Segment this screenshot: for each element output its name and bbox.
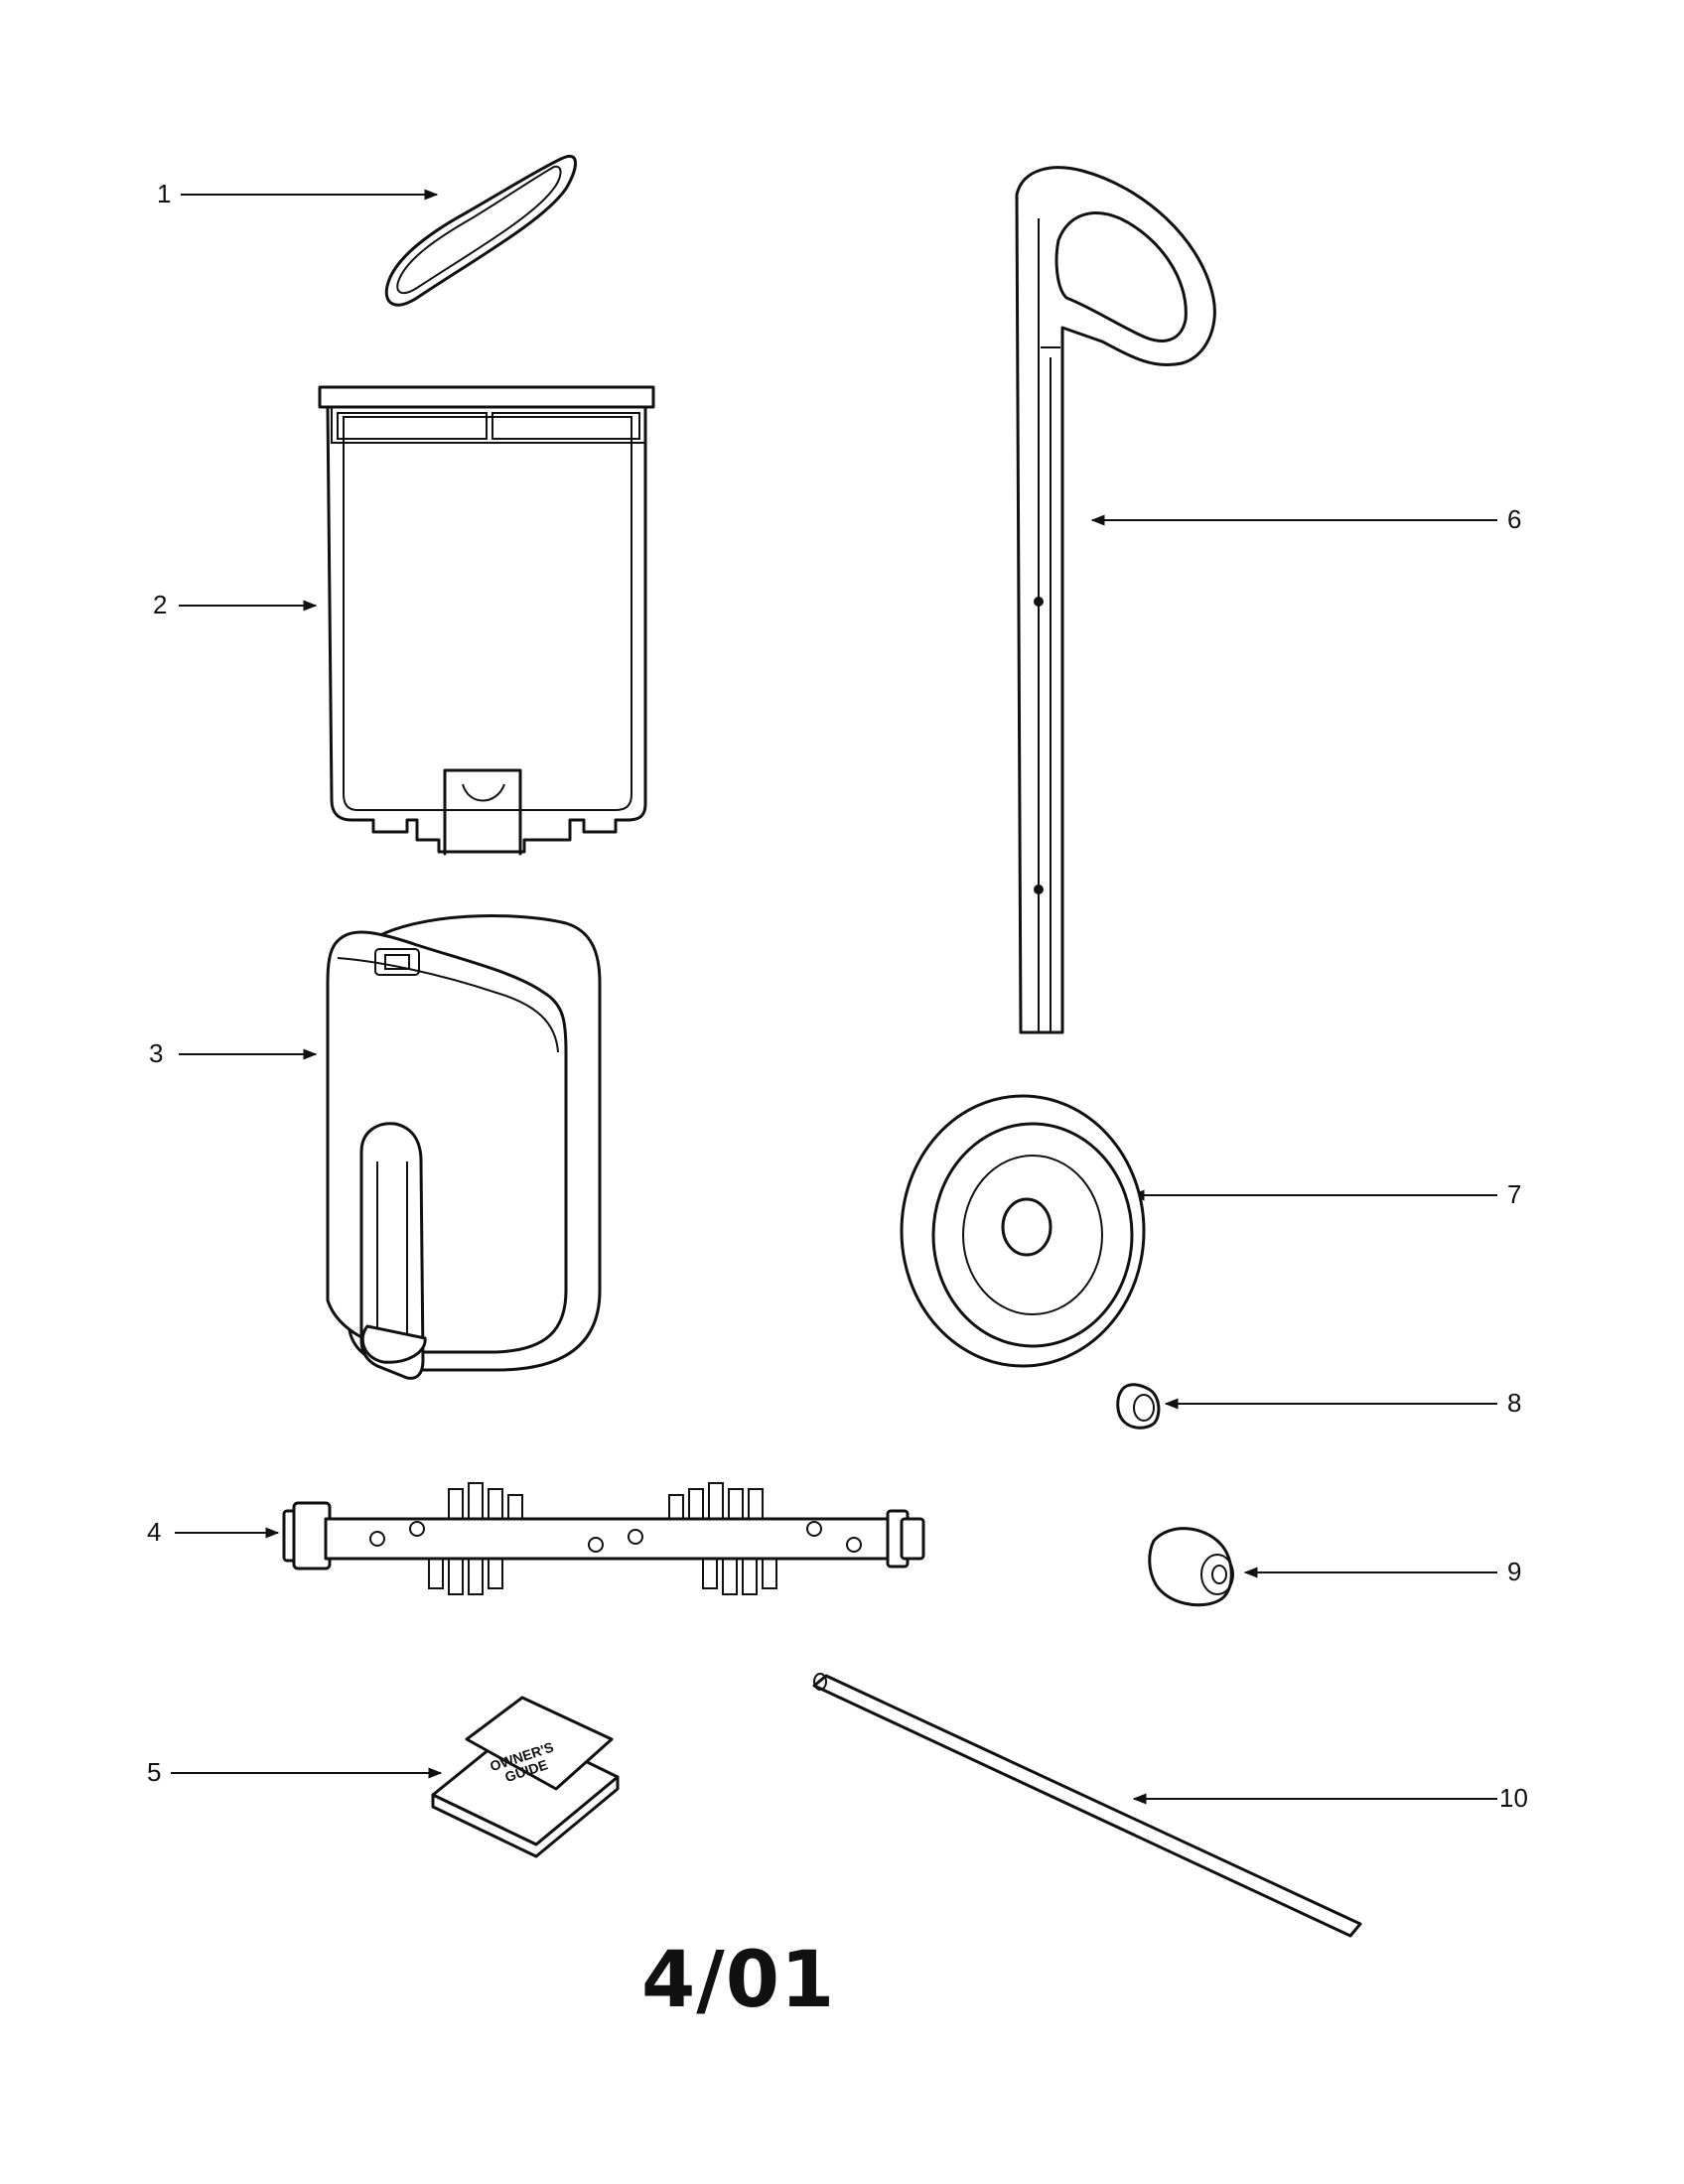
brushroll-bristles: [369, 1482, 862, 1595]
part-10-axle-rod: [812, 1673, 1362, 1938]
part-5-owners-guide: [431, 1696, 620, 1858]
part-2-dirt-cup: [318, 385, 655, 856]
part-9-end-cap: [1148, 1527, 1234, 1607]
callout-8: 8: [1507, 1388, 1522, 1418]
date-code: 4/01: [641, 1936, 836, 2025]
part-1-belt: [384, 154, 577, 307]
leader-arrows: [171, 189, 1497, 1805]
part-8-bushing: [1116, 1383, 1161, 1430]
callout-10: 10: [1499, 1783, 1528, 1813]
part-6-handle: [1015, 166, 1216, 1034]
callout-3: 3: [149, 1038, 164, 1068]
callout-6: 6: [1507, 504, 1522, 534]
part-3-filter-housing: [326, 914, 602, 1380]
part-7-wheel: [900, 1094, 1146, 1368]
callout-7: 7: [1507, 1179, 1522, 1209]
callout-1: 1: [157, 179, 172, 208]
callout-4: 4: [147, 1517, 162, 1547]
callout-5: 5: [147, 1757, 162, 1787]
callout-9: 9: [1507, 1557, 1522, 1586]
callout-2: 2: [153, 590, 168, 619]
part-4-brushroll: [282, 1482, 925, 1595]
